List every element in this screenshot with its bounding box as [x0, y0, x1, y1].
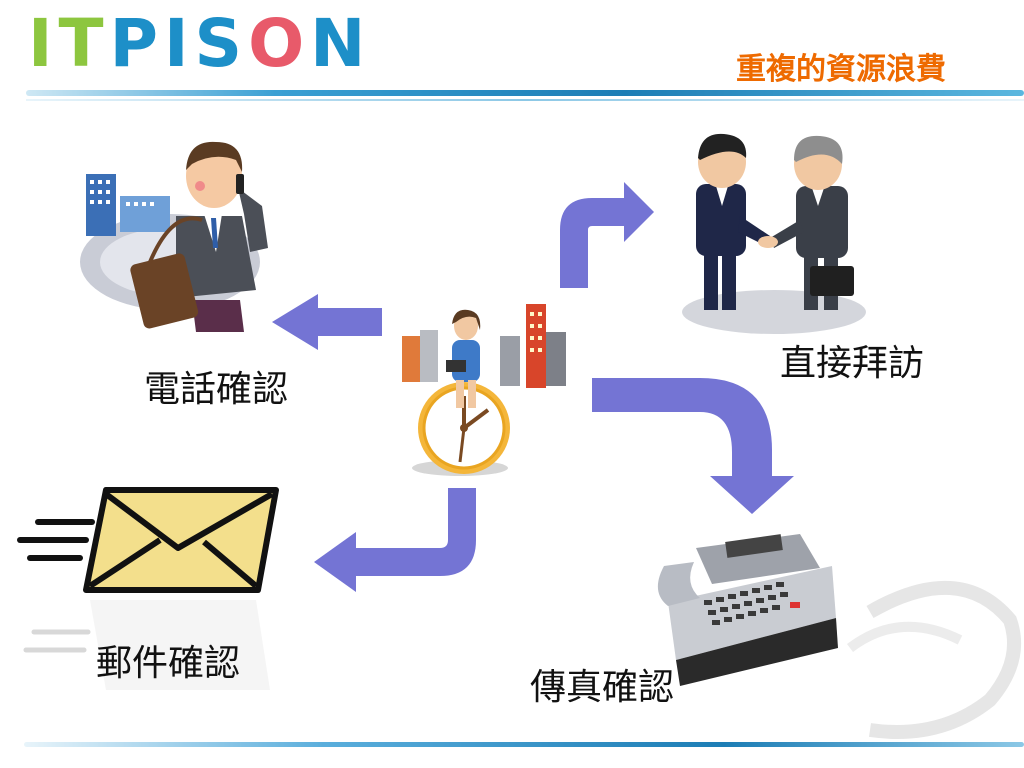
- businessman-phone-icon: [80, 141, 268, 332]
- flow-arrows: [272, 182, 794, 592]
- label-direct-visit: 直接拜訪: [780, 343, 925, 384]
- handshake-icon: [682, 133, 866, 334]
- label-email-confirm: 郵件確認: [96, 643, 241, 684]
- envelope-icon: [17, 487, 279, 690]
- arrow-to-email: [314, 488, 476, 592]
- arrow-to-visit: [560, 182, 654, 288]
- woman-on-clock-icon: [402, 304, 566, 476]
- label-phone-confirm: 電話確認: [144, 369, 289, 410]
- label-fax-confirm: 傳真確認: [530, 667, 675, 708]
- logo: ITPISON: [28, 5, 372, 82]
- fax-machine-icon: [657, 534, 1022, 739]
- arrow-to-fax: [592, 378, 794, 514]
- header-divider-thin: [26, 99, 1024, 101]
- header-divider: [26, 90, 1024, 96]
- slide-title: 重複的資源浪費: [736, 52, 946, 87]
- footer-divider: [24, 742, 1024, 747]
- arrow-to-phone: [272, 294, 382, 350]
